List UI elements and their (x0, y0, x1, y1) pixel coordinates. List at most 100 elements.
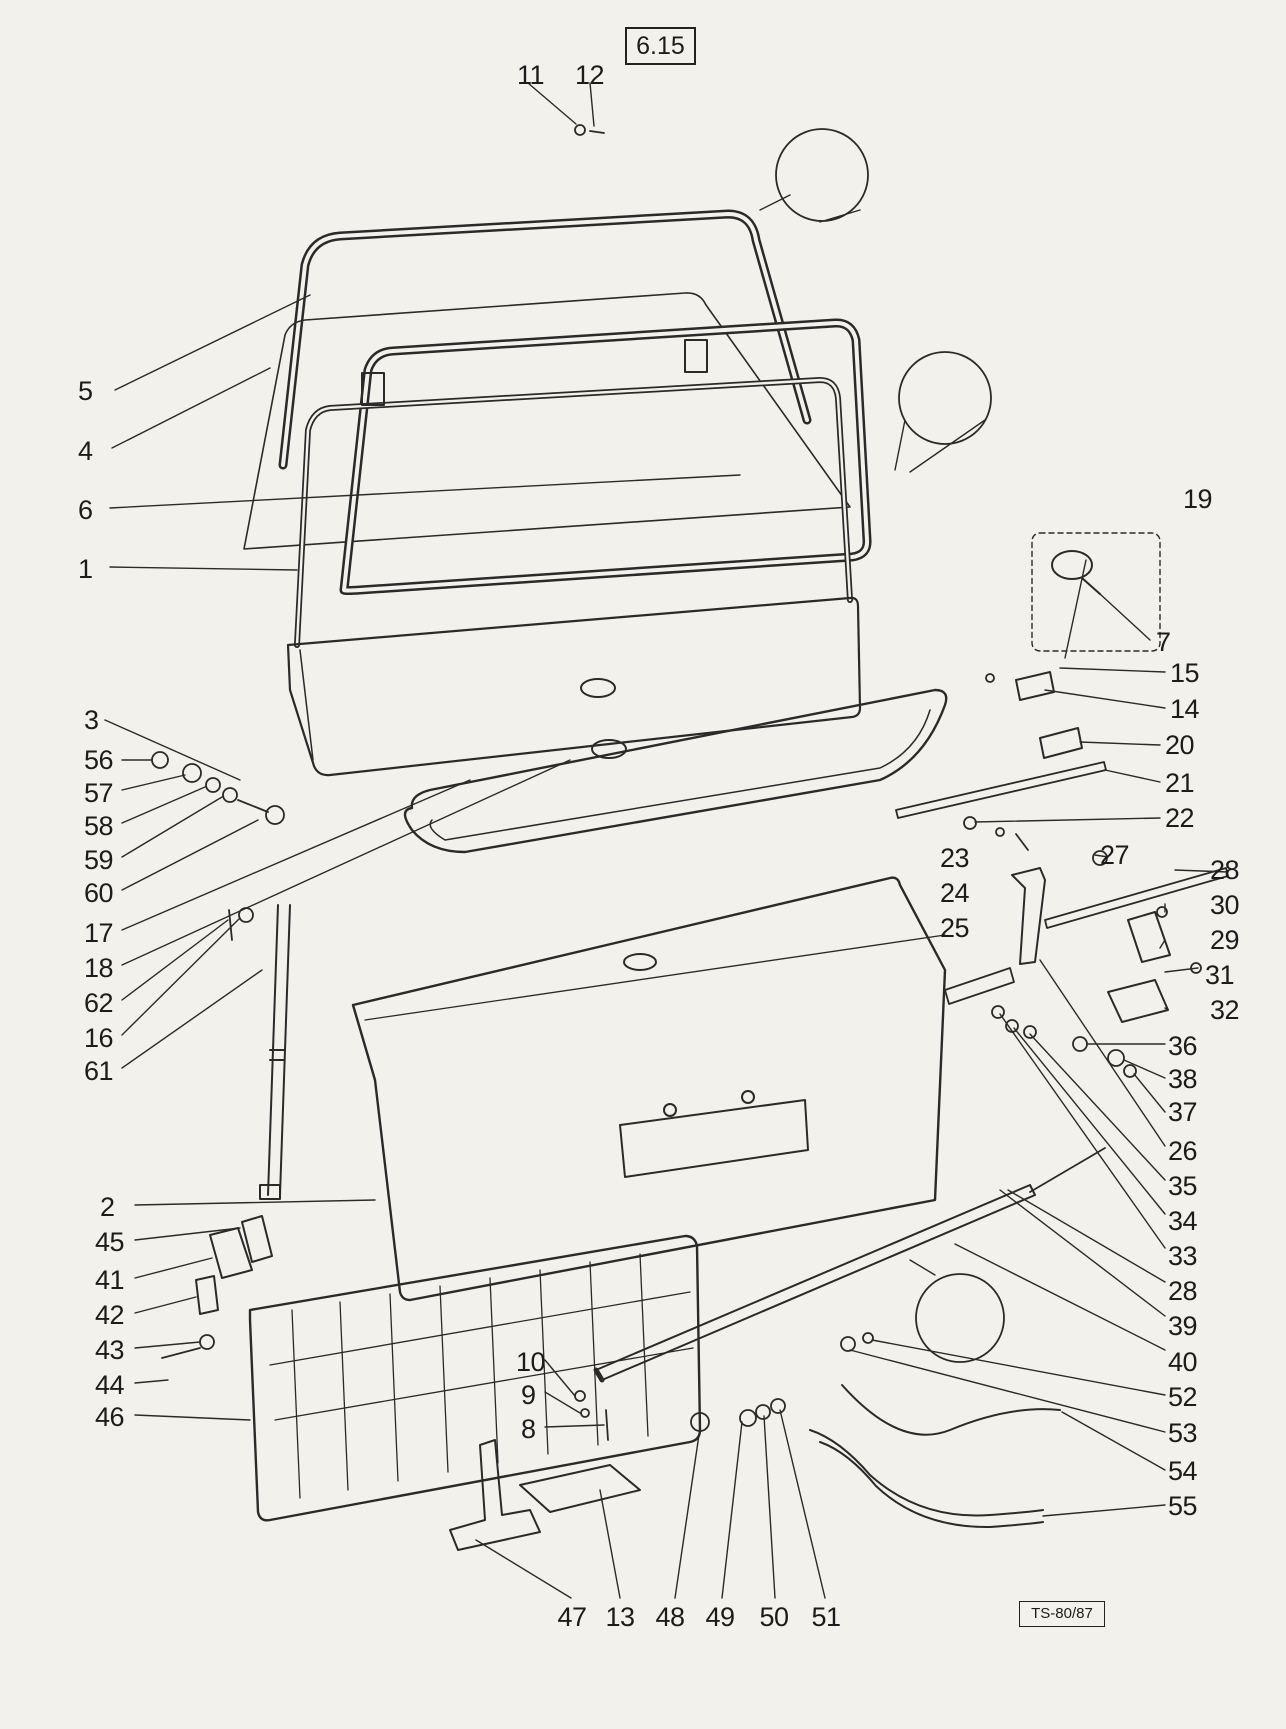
callout-label: 43 (95, 1335, 125, 1365)
callout-label: 33 (1168, 1241, 1198, 1271)
callout-label: 39 (1168, 1311, 1198, 1341)
callout-label: 36 (1168, 1031, 1198, 1061)
callout-label: 23 (940, 843, 970, 873)
callout-label: 50 (759, 1602, 789, 1632)
licence-plate-recess (619, 1099, 809, 1178)
inner-trim-panel (248, 1234, 702, 1522)
callout-label: 51 (811, 1602, 841, 1632)
callout-label: 24 (940, 878, 970, 908)
detail-bubble-seal-right (898, 351, 992, 445)
callout-label: 11 (517, 60, 545, 90)
callout-label: 57 (84, 778, 114, 808)
gas-spring-rod (1029, 1147, 1106, 1193)
callout-label: 16 (84, 1023, 114, 1053)
callout-label: 62 (84, 988, 114, 1018)
callout-label: 35 (1168, 1171, 1198, 1201)
callout-label: 58 (84, 811, 114, 841)
support-bar-21 (895, 761, 1107, 819)
callout-label: 41 (95, 1265, 125, 1295)
gas-spring (944, 967, 1015, 1005)
spoiler-trim (403, 688, 948, 854)
upper-door-panel (286, 596, 862, 777)
bracket-25 (1011, 867, 1046, 965)
callout-label: 56 (84, 745, 114, 775)
callout-label: 30 (1210, 890, 1240, 920)
hinge-bracket-32 (1107, 979, 1169, 1023)
upper-door-handle (580, 678, 616, 698)
callout-label: 53 (1168, 1418, 1198, 1448)
callout-label: 26 (1168, 1136, 1198, 1166)
seal-55 (809, 1429, 1044, 1529)
callout-label: 59 (84, 845, 114, 875)
detail-bubble-strip (915, 1273, 1005, 1363)
window-seal (339, 318, 872, 595)
callout-label: 49 (705, 1602, 735, 1632)
weatherstrip-40 (595, 1184, 1036, 1381)
lock-20 (1039, 727, 1083, 759)
callout-label: 10 (516, 1347, 546, 1377)
callout-label: 7 (1156, 627, 1171, 657)
callout-label: 60 (84, 878, 114, 908)
callout-label: 20 (1165, 730, 1195, 760)
callout-label: 8 (521, 1414, 536, 1444)
callout-label: 55 (1168, 1491, 1198, 1521)
callout-label: 18 (84, 953, 114, 983)
callout-label: 31 (1205, 960, 1235, 990)
callout-label: 40 (1168, 1347, 1198, 1377)
callout-label: 25 (940, 913, 970, 943)
callout-label: 19 (1183, 484, 1213, 514)
callout-label: 13 (605, 1602, 635, 1632)
callout-label: 52 (1168, 1382, 1198, 1412)
callout-label: 42 (95, 1300, 125, 1330)
callout-label: 3 (84, 705, 99, 735)
cable-54 (841, 1384, 1061, 1436)
bracket-41 (209, 1227, 253, 1279)
callout-label: 38 (1168, 1064, 1198, 1094)
callout-label: 28 (1168, 1276, 1198, 1306)
callout-label: 9 (521, 1380, 536, 1410)
bracket-42 (195, 1275, 219, 1315)
bracket-45 (241, 1215, 273, 1263)
callout-label: 15 (1170, 658, 1200, 688)
callout-label: 4 (78, 436, 93, 466)
callout-label: 21 (1165, 768, 1195, 798)
callout-label: 1 (78, 554, 93, 584)
callout-label: 46 (95, 1402, 125, 1432)
hinge-right (684, 339, 708, 373)
hinge-plate-13 (519, 1464, 641, 1513)
callout-label: 32 (1210, 995, 1240, 1025)
callout-label: 17 (84, 918, 114, 948)
hinge-29 (1127, 911, 1171, 963)
window-glass (243, 292, 851, 550)
callout-label: 28 (1210, 855, 1240, 885)
callout-label: 5 (78, 376, 93, 406)
lock-cylinder-box (1031, 532, 1161, 652)
callout-label: 45 (95, 1227, 125, 1257)
support-bar-28 (1044, 867, 1229, 929)
window-frame-outer (278, 209, 812, 470)
leader-lines (104, 82, 1229, 1599)
section-number-box: 6.15 (625, 27, 696, 65)
callout-label: 14 (1170, 694, 1200, 724)
drawing-code-box: TS-80/87 (1019, 1601, 1105, 1627)
callout-label: 22 (1165, 803, 1195, 833)
callout-label: 37 (1168, 1097, 1198, 1127)
callout-label: 48 (655, 1602, 685, 1632)
spoiler-handle (591, 739, 627, 759)
callout-label: 29 (1210, 925, 1240, 955)
callout-label: 34 (1168, 1206, 1198, 1236)
callout-label: 61 (84, 1056, 114, 1086)
lower-tailgate (351, 876, 947, 1302)
callout-label: 44 (95, 1370, 125, 1400)
callout-label: 2 (100, 1192, 115, 1222)
callout-label: 47 (557, 1602, 587, 1632)
callout-label: 27 (1100, 840, 1130, 870)
lock-bracket-14 (1015, 671, 1055, 701)
callout-label: 6 (78, 495, 93, 525)
hinge-assembly-47 (449, 1439, 541, 1551)
callout-label: 54 (1168, 1456, 1198, 1486)
detail-bubble-seal-top (775, 128, 869, 222)
hinge-left (361, 372, 385, 406)
callout-label: 12 (575, 60, 605, 90)
